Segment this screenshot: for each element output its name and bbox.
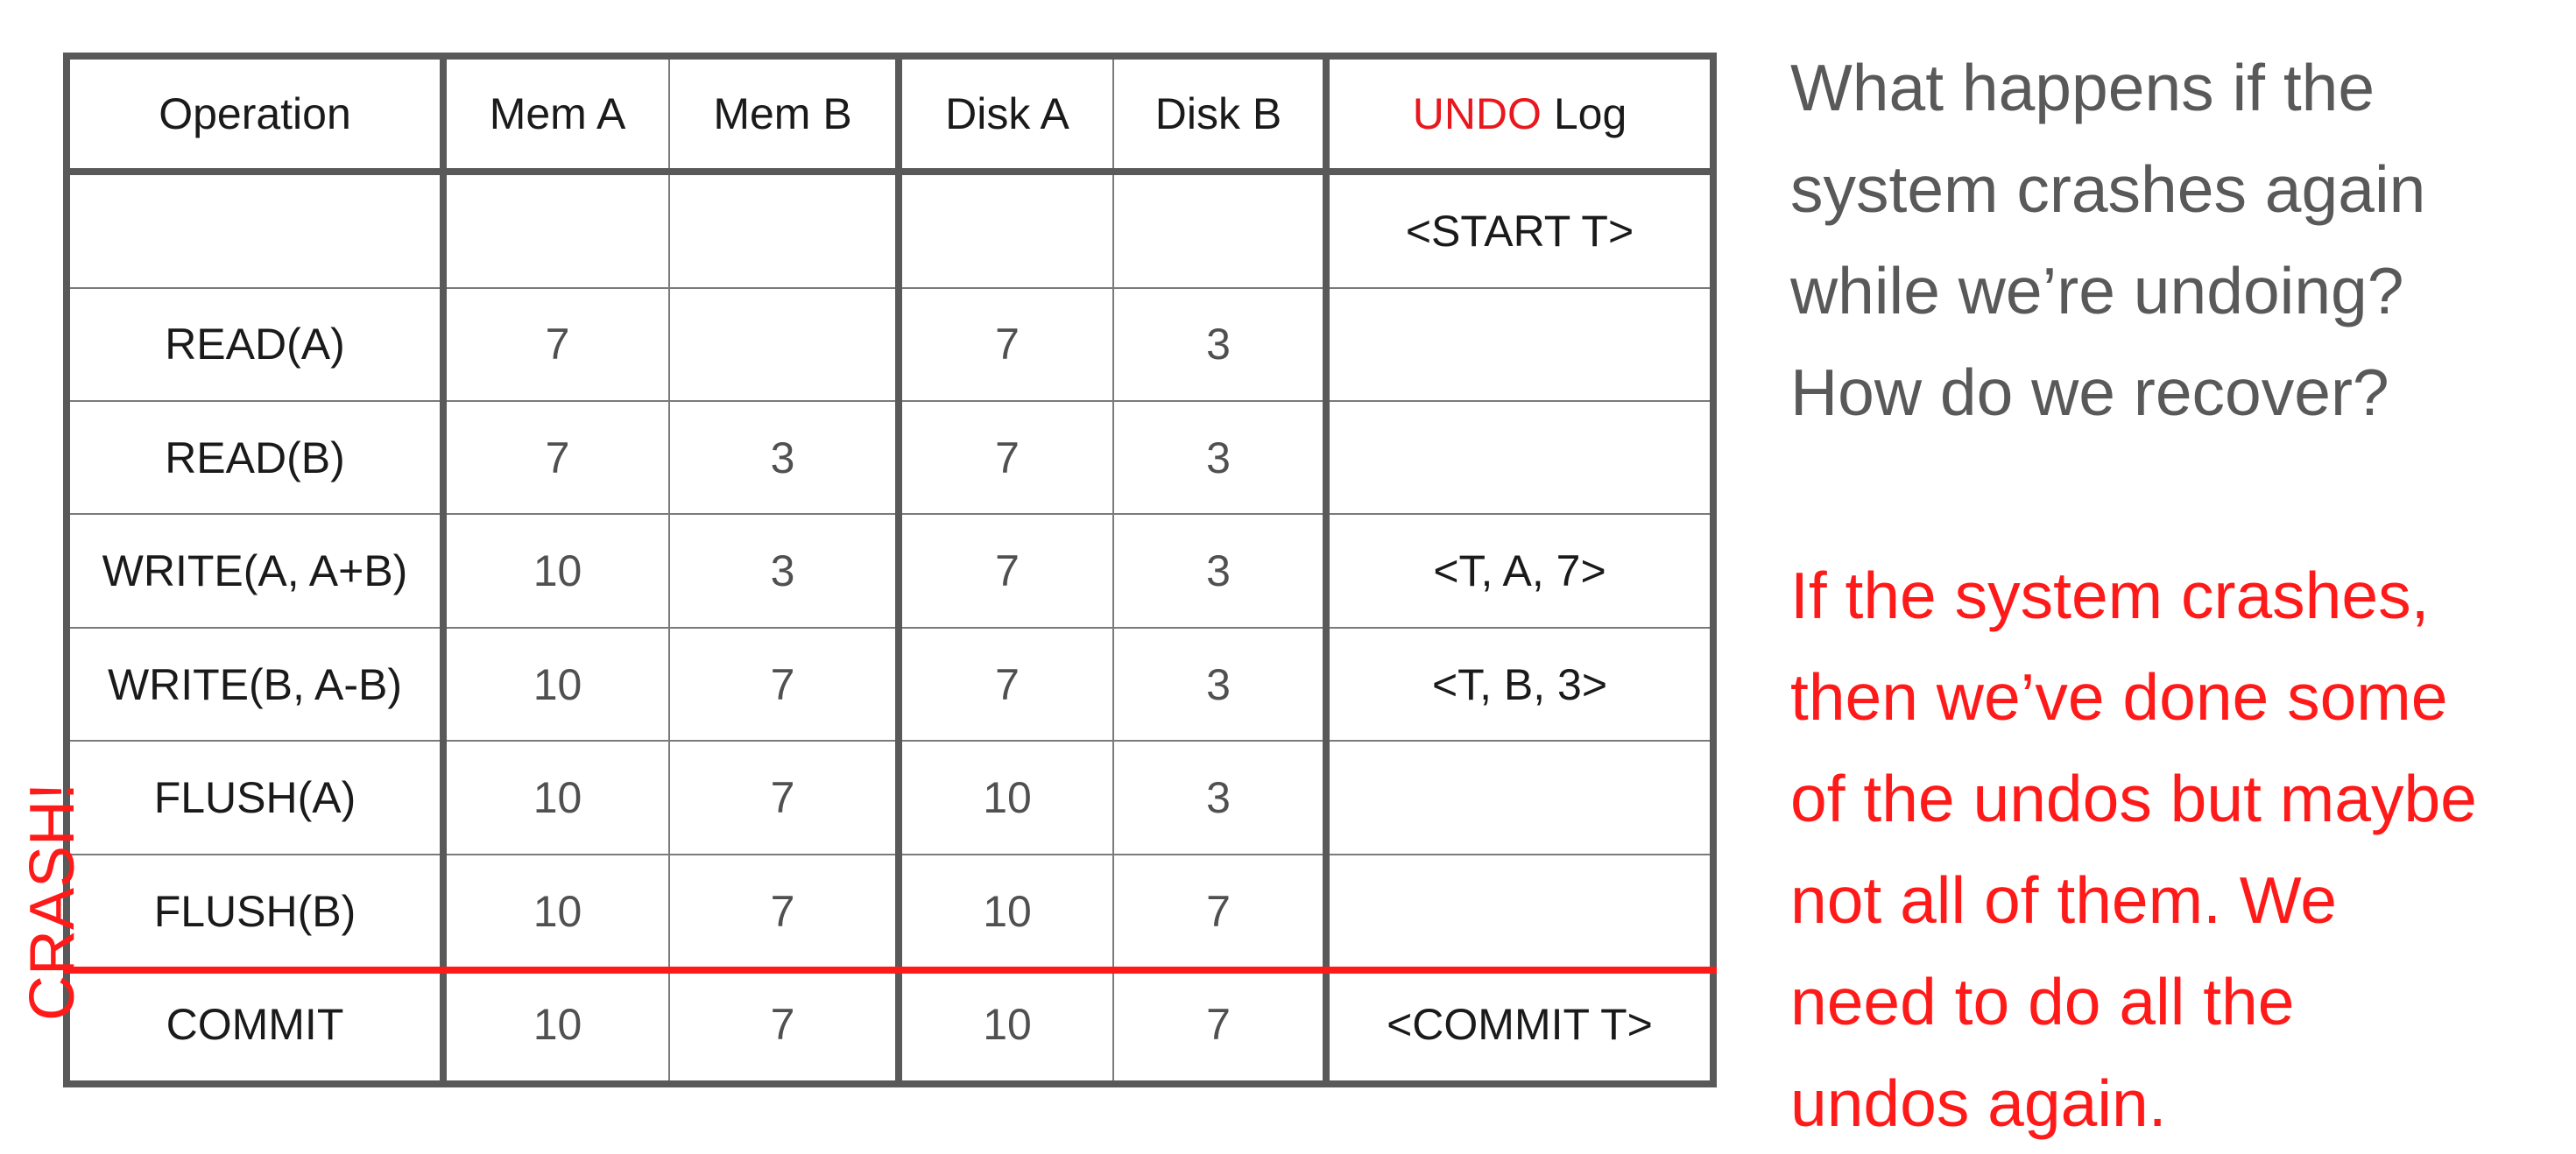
header-log-word: Log xyxy=(1541,89,1627,138)
cell-disk-b: 7 xyxy=(1112,967,1330,1085)
question-text: What happens if the system crashes again… xyxy=(1790,37,2561,443)
cell-disk-b: 3 xyxy=(1112,513,1330,629)
answer-line: not all of them. We xyxy=(1790,863,2337,937)
cell-undo-log xyxy=(1325,853,1714,969)
cell-mem-a: 7 xyxy=(442,286,670,403)
cell-mem-a: 10 xyxy=(442,626,670,742)
cell-operation: FLUSH(A) xyxy=(66,740,447,855)
cell-disk-a: 7 xyxy=(898,400,1114,516)
crash-label: CRASH! xyxy=(18,782,88,1022)
cell-mem-a: 10 xyxy=(442,740,670,855)
cell-operation: READ(A) xyxy=(66,286,447,403)
table-row: READ(A) 7 7 3 xyxy=(66,286,1714,403)
cell-mem-a xyxy=(442,171,670,289)
table-row: READ(B) 7 3 7 3 xyxy=(66,400,1714,516)
cell-disk-a: 7 xyxy=(898,626,1114,742)
cell-mem-b: 7 xyxy=(668,626,902,742)
cell-disk-a: 7 xyxy=(898,513,1114,629)
cell-disk-b xyxy=(1112,171,1330,289)
header-mem-b: Mem B xyxy=(668,55,902,175)
cell-undo-log: <T, B, 3> xyxy=(1325,626,1714,742)
question-line: What happens if the xyxy=(1790,51,2375,124)
cell-disk-b: 3 xyxy=(1112,400,1330,516)
cell-disk-a: 7 xyxy=(898,286,1114,403)
table-row: FLUSH(B) 10 7 10 7 xyxy=(66,853,1714,969)
answer-line: undos again. xyxy=(1790,1066,2167,1140)
cell-operation: FLUSH(B) xyxy=(66,853,447,969)
answer-line: of the undos but maybe xyxy=(1790,762,2477,835)
undo-log-table: Operation Mem A Mem B Disk A Disk B UNDO… xyxy=(63,53,1717,1087)
table-row: WRITE(B, A-B) 10 7 7 3 <T, B, 3> xyxy=(66,626,1714,742)
table-header-row: Operation Mem A Mem B Disk A Disk B UNDO… xyxy=(66,55,1714,175)
answer-line: then we’ve done some xyxy=(1790,660,2448,734)
cell-operation: READ(B) xyxy=(66,400,447,516)
cell-operation: WRITE(B, A-B) xyxy=(66,626,447,742)
header-mem-a: Mem A xyxy=(442,55,670,175)
cell-mem-b: 3 xyxy=(668,513,902,629)
table-row: COMMIT 10 7 10 7 <COMMIT T> xyxy=(66,967,1714,1085)
cell-mem-b xyxy=(668,286,902,403)
header-undo-word: UNDO xyxy=(1412,89,1542,138)
cell-undo-log xyxy=(1325,740,1714,855)
cell-undo-log xyxy=(1325,400,1714,516)
cell-disk-a xyxy=(898,171,1114,289)
header-operation: Operation xyxy=(66,55,447,175)
question-line: How do we recover? xyxy=(1790,355,2389,429)
cell-disk-b: 3 xyxy=(1112,740,1330,855)
table-row: WRITE(A, A+B) 10 3 7 3 <T, A, 7> xyxy=(66,513,1714,629)
crash-line xyxy=(63,967,1717,974)
cell-disk-b: 3 xyxy=(1112,626,1330,742)
answer-line: need to do all the xyxy=(1790,965,2295,1038)
cell-undo-log: <COMMIT T> xyxy=(1325,967,1714,1085)
cell-mem-a: 7 xyxy=(442,400,670,516)
cell-disk-a: 10 xyxy=(898,740,1114,855)
cell-undo-log xyxy=(1325,286,1714,403)
cell-disk-b: 7 xyxy=(1112,853,1330,969)
table-row: FLUSH(A) 10 7 10 3 xyxy=(66,740,1714,855)
question-line: while we’re undoing? xyxy=(1790,254,2404,327)
cell-disk-a: 10 xyxy=(898,967,1114,1085)
cell-mem-b: 7 xyxy=(668,740,902,855)
question-line: system crashes again xyxy=(1790,152,2426,226)
cell-mem-a: 10 xyxy=(442,853,670,969)
cell-mem-b xyxy=(668,171,902,289)
answer-line: If the system crashes, xyxy=(1790,559,2430,632)
cell-undo-log: <START T> xyxy=(1325,171,1714,289)
cell-operation: COMMIT xyxy=(66,967,447,1085)
cell-disk-b: 3 xyxy=(1112,286,1330,403)
header-disk-b: Disk B xyxy=(1112,55,1330,175)
cell-undo-log: <T, A, 7> xyxy=(1325,513,1714,629)
header-disk-a: Disk A xyxy=(898,55,1114,175)
answer-text: If the system crashes, then we’ve done s… xyxy=(1790,545,2570,1154)
cell-mem-a: 10 xyxy=(442,967,670,1085)
table-row: <START T> xyxy=(66,171,1714,289)
cell-mem-a: 10 xyxy=(442,513,670,629)
cell-operation xyxy=(66,171,447,289)
cell-disk-a: 10 xyxy=(898,853,1114,969)
cell-mem-b: 7 xyxy=(668,853,902,969)
cell-mem-b: 3 xyxy=(668,400,902,516)
cell-operation: WRITE(A, A+B) xyxy=(66,513,447,629)
header-undo-log: UNDO Log xyxy=(1325,55,1714,175)
cell-mem-b: 7 xyxy=(668,967,902,1085)
